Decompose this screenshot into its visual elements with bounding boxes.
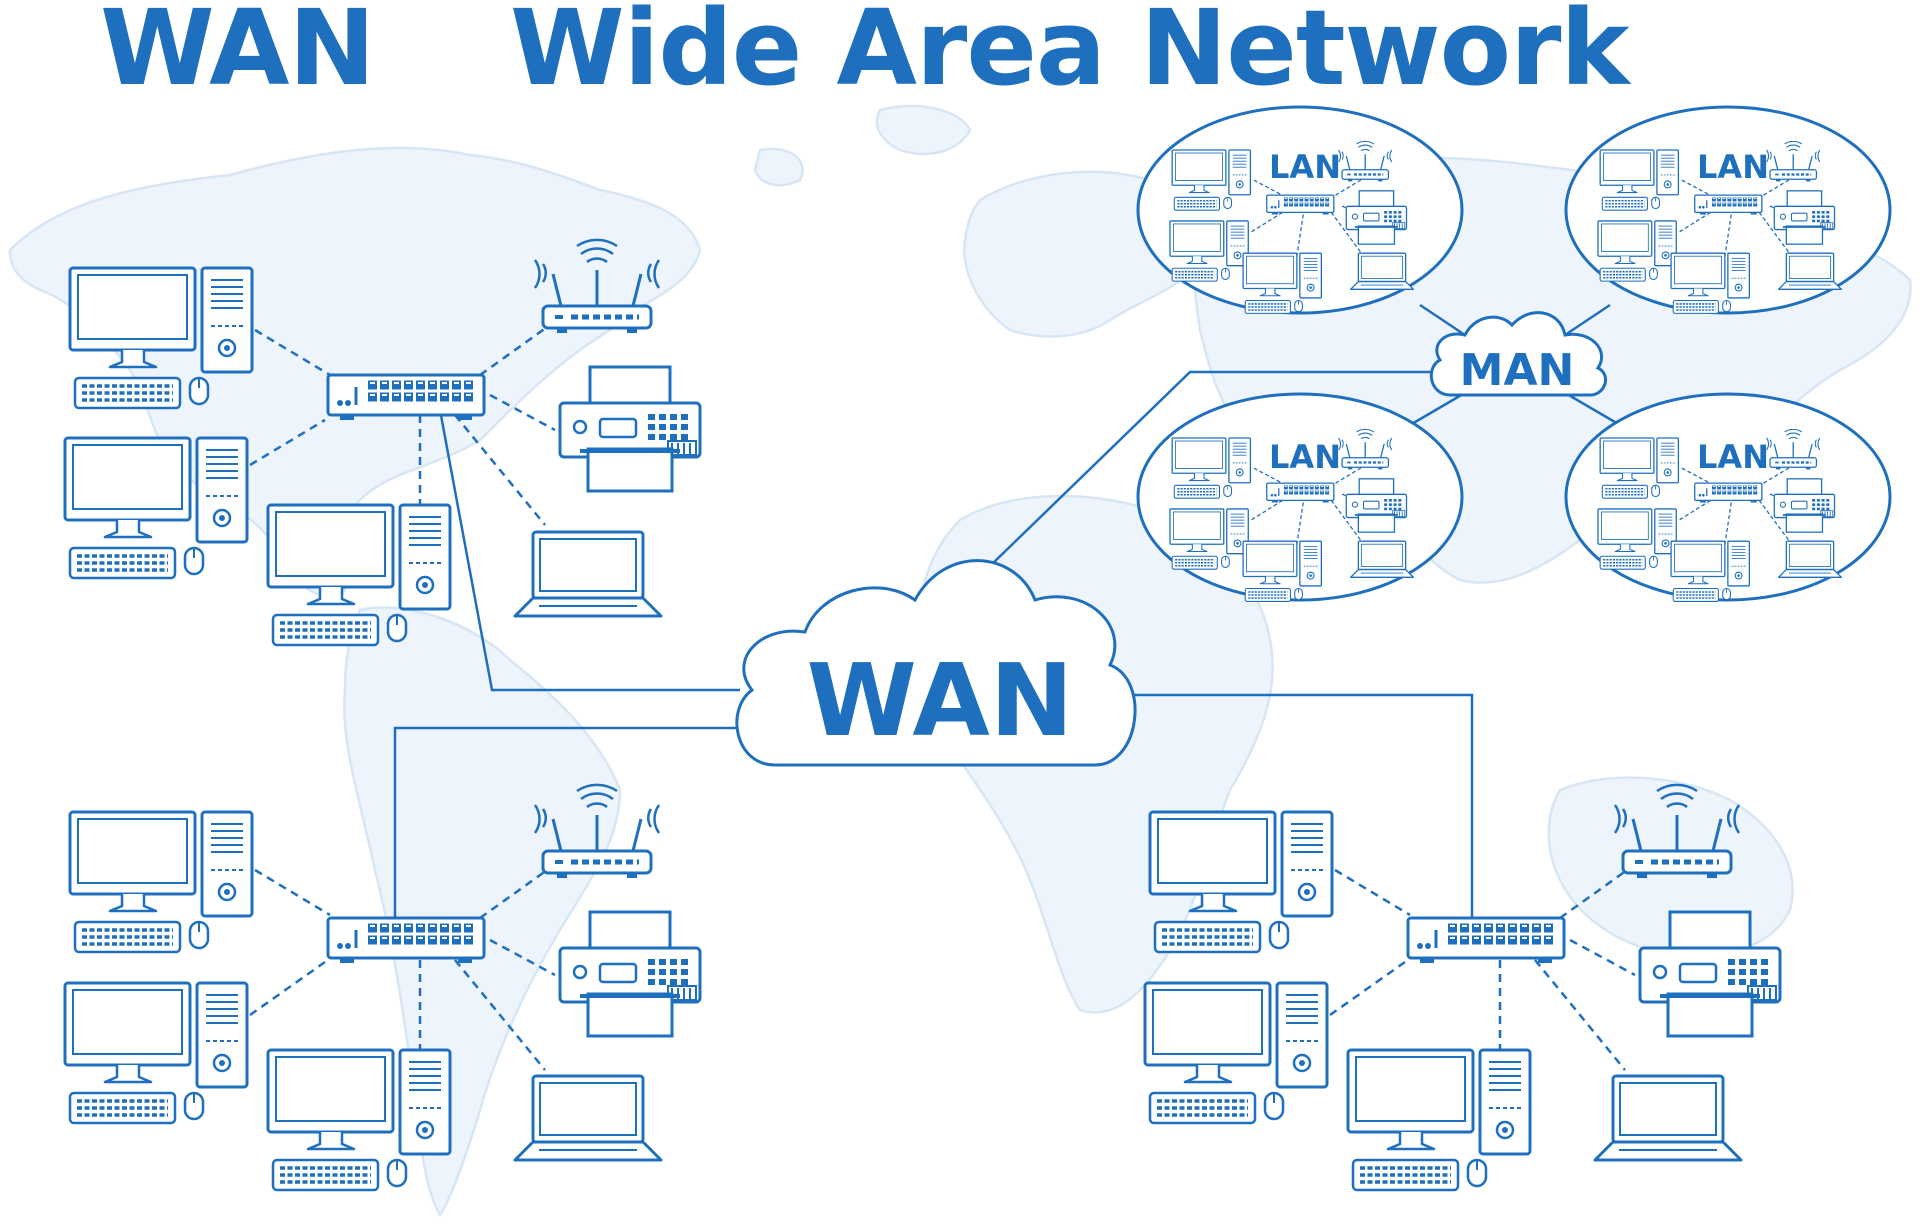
man-cloud-label: MAN (1460, 345, 1575, 396)
printer-icon (560, 367, 700, 491)
printer-icon (560, 912, 700, 1036)
lan-group-bottom-right (1143, 785, 1780, 1192)
laptop-icon (513, 530, 663, 618)
lan-bubble-1: LAN (1136, 105, 1464, 315)
cloud-icon (1429, 311, 1608, 397)
desktop-computer-icon (68, 810, 254, 954)
cloud-icon (735, 559, 1137, 767)
lan-bubble-4: LAN (1564, 392, 1892, 601)
laptop-icon (513, 1074, 663, 1162)
network-switch-icon (1408, 918, 1564, 963)
desktop-computer-icon (1143, 981, 1329, 1125)
lan-label: LAN (1269, 438, 1341, 476)
desktop-computer-icon (266, 1048, 452, 1192)
lan-group-top-left (63, 240, 700, 647)
lan-label: LAN (1269, 148, 1341, 186)
wan-cloud-label: WAN (807, 642, 1074, 759)
acronym-title: WAN (100, 0, 376, 109)
lan-label: LAN (1697, 148, 1769, 186)
laptop-icon (1593, 1074, 1743, 1162)
lan-bubble-3: LAN (1136, 392, 1464, 601)
network-switch-icon (328, 918, 484, 963)
lan-label: LAN (1697, 438, 1769, 476)
desktop-computer-icon (1346, 1048, 1532, 1192)
desktop-computer-icon (63, 981, 249, 1125)
lan-group-bottom-left (63, 785, 700, 1192)
desktop-computer-icon (63, 436, 249, 580)
page-title: Wide Area Network (510, 0, 1630, 109)
lan-bubble-2: LAN (1564, 105, 1892, 315)
wan-cloud: WAN (735, 559, 1137, 767)
man-cloud: MAN (1429, 311, 1608, 397)
desktop-computer-icon (1148, 810, 1334, 954)
network-switch-icon (328, 375, 484, 420)
